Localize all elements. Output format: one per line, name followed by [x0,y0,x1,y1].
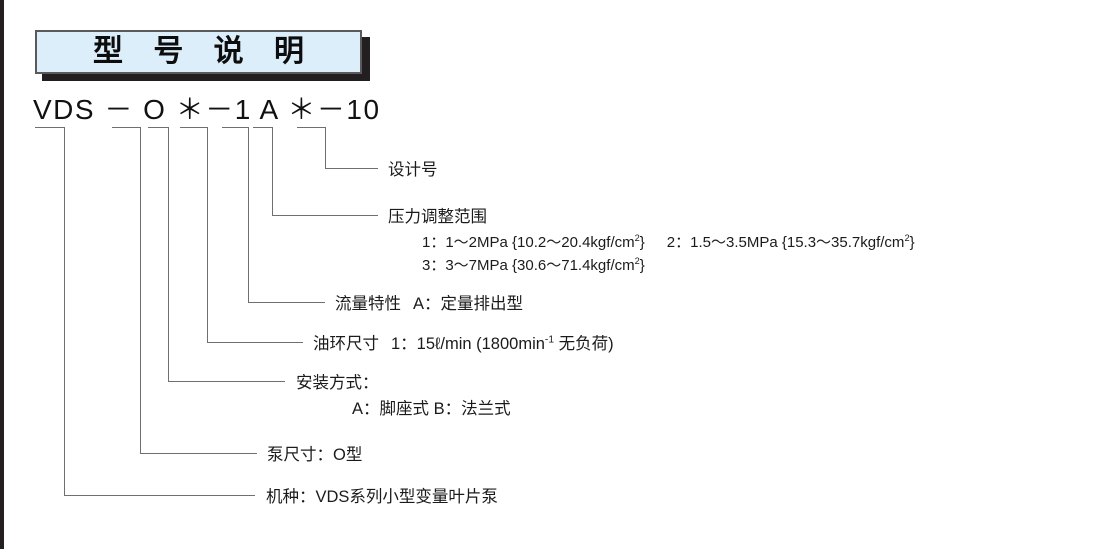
page-left-edge-rule [0,0,4,549]
pressure-opt-1-text: 1：1〜2MPa {10.2〜20.4kgf/cm [422,233,635,251]
callout-oil-ring-size-value-pre: 1：15 [391,335,436,353]
page-title: 型 号 说 明 [92,35,315,68]
leader-run-pressure-range [272,215,378,216]
callout-pressure-range: 压力调整范围 1：1〜2MPa {10.2〜20.4kgf/cm2}2：1.5〜… [388,205,915,277]
callout-mounting-type: 安装方式： A：脚座式 B：法兰式 [296,371,511,422]
tick-drop-pressure-range [272,127,273,215]
callout-machine-type: 机种：VDS系列小型变量叶片泵 [266,485,498,511]
tick-drop-pump-size [140,127,141,453]
callout-mounting-type-options: A：脚座式 B：法兰式 [352,399,511,418]
tick-bar-pressure-range [253,127,273,128]
tick-drop-design-no [325,127,326,168]
callout-machine-type-label: 机种：VDS系列小型变量叶片泵 [266,488,498,506]
leader-run-pump-size [140,453,257,454]
callout-flow-characteristic-label: 流量特性 [335,295,401,313]
pressure-opt-2-text: 2：1.5〜3.5MPa {15.3〜35.7kgf/cm [666,233,905,251]
callout-design-no-label: 设计号 [388,161,438,179]
tick-bar-mounting-type [148,127,169,128]
tick-drop-flow-characteristic [248,127,249,302]
tick-bar-design-no [297,127,326,128]
pressure-opt-3-sup: 2 [634,255,640,266]
callout-flow-characteristic-value: A：定量排出型 [413,295,524,313]
pressure-opt-2-sup: 2 [904,232,910,243]
tick-drop-oil-ring-size [207,127,208,342]
leader-run-flow-characteristic [248,302,325,303]
pressure-opt-3-end: } [639,256,645,274]
callout-oil-ring-size-sup: -1 [544,334,555,346]
pressure-opt-1-end: } [639,233,645,251]
callout-mounting-type-label: 安装方式： [296,374,379,392]
callout-oil-ring-size-label: 油环尺寸 [313,335,379,353]
leader-run-mounting-type [168,381,285,382]
tick-bar-pump-size [112,127,141,128]
callout-pressure-range-line1: 1：1〜2MPa {10.2〜20.4kgf/cm2}2：1.5〜3.5MPa … [388,231,915,254]
leader-run-machine-type [64,495,255,496]
tick-drop-mounting-type [168,127,169,381]
callout-pump-size: 泵尺寸：O型 [267,443,362,469]
tick-bar-oil-ring-size [180,127,208,128]
pressure-opt-1-sup: 2 [634,232,640,243]
callout-pressure-range-label: 压力调整范围 [388,208,487,226]
pressure-opt-3-text: 3：3〜7MPa {30.6〜71.4kgf/cm [422,256,635,274]
callout-oil-ring-size-value-mid: /min (1800min [440,335,545,353]
tick-bar-machine-type [35,127,65,128]
callout-oil-ring-size: 油环尺寸 1：15ℓ/min (1800min-1 无负荷) [313,332,614,358]
callout-pump-size-label: 泵尺寸：O型 [267,446,363,464]
tick-bar-flow-characteristic [222,127,249,128]
pressure-opt-2-end: } [909,233,915,251]
callout-flow-characteristic: 流量特性 A：定量排出型 [335,292,523,318]
tick-drop-machine-type [64,127,65,495]
callout-pressure-range-line2: 3：3〜7MPa {30.6〜71.4kgf/cm2} [388,254,915,277]
litre-symbol: ℓ [435,335,441,353]
callout-design-no: 设计号 [388,158,438,184]
leader-run-design-no [325,168,378,169]
leader-run-oil-ring-size [207,342,303,343]
callout-oil-ring-size-value-end: 无负荷) [554,335,614,353]
title-banner: 型 号 说 明 [35,30,362,74]
model-code-string: VDS － O ＊－1 A ＊－10 [33,94,381,125]
